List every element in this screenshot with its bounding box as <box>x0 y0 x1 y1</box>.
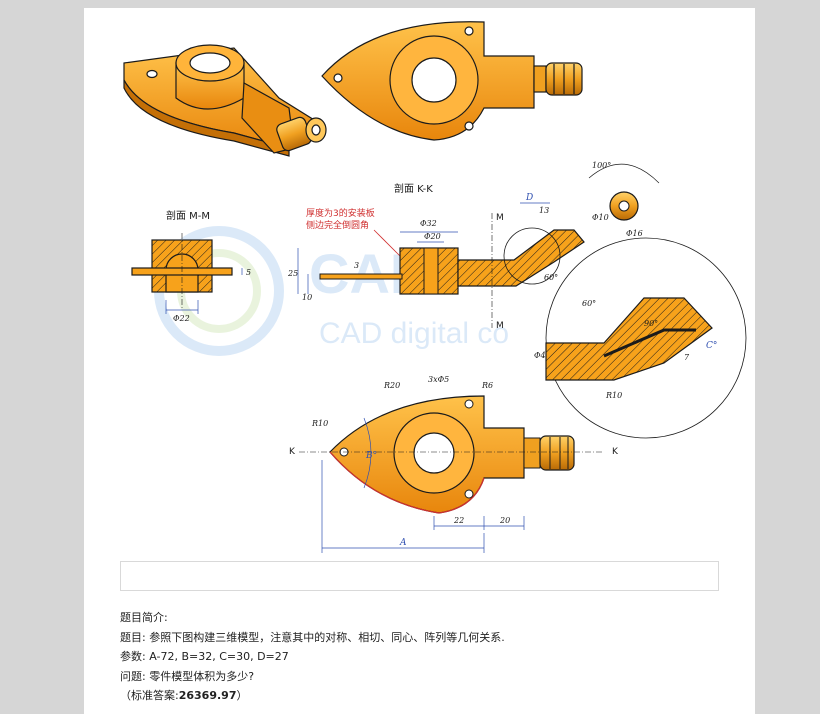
dim-c: C° <box>706 341 717 351</box>
section-mm-title: 剖面 M-M <box>166 209 210 222</box>
section-mm: 剖面 M-M Φ22 5 <box>131 209 251 323</box>
dim-5: 5 <box>246 268 251 277</box>
dim-3x5: 3xΦ5 <box>428 375 449 384</box>
section-kk: 剖面 K-K 厚度为3的安装板 侧边完全倒圆角 Φ32 Φ20 25 10 3 … <box>287 182 585 331</box>
cut-label-k-left: K <box>289 447 296 457</box>
empty-content-box <box>120 561 719 591</box>
dim-7: 7 <box>684 353 690 362</box>
cut-label-k-right: K <box>612 447 619 457</box>
answer-prefix: （标准答案: <box>120 689 179 702</box>
isometric-view <box>123 44 327 157</box>
dim-phi22: Φ22 <box>173 314 190 323</box>
dim-phi4: Φ4 <box>534 351 546 360</box>
dim-phi16: Φ16 <box>626 229 643 238</box>
nut-detail: 100° Φ10 Φ16 <box>588 161 660 238</box>
document-page: CAD CAD digital co <box>84 8 755 714</box>
plan-view: K K R10 R20 3xΦ5 R6 B° 22 20 A <box>289 375 619 553</box>
note-line-2: 侧边完全倒圆角 <box>306 219 369 231</box>
dim-22: 22 <box>453 516 464 525</box>
dim-a: A <box>399 538 407 548</box>
dim-13: 13 <box>539 206 549 215</box>
note-line-1: 厚度为3的安装板 <box>306 207 375 219</box>
question-text: 问题: 零件模型体积为多少? <box>120 669 255 683</box>
task-text: 题目: 参照下图构建三维模型，注意其中的对称、相切、同心、阵列等几何关系. <box>120 630 505 644</box>
cut-label-m-top: M <box>496 213 504 223</box>
dim-b: B° <box>365 451 377 461</box>
dim-10: 10 <box>302 293 312 302</box>
answer-suffix: ） <box>236 689 248 702</box>
top-view-shaded <box>321 21 583 141</box>
problem-description: 题目简介: 题目: 参照下图构建三维模型，注意其中的对称、相切、同心、阵列等几何… <box>120 608 505 706</box>
intro-label: 题目简介: <box>120 611 168 624</box>
dim-r20: R20 <box>383 381 400 390</box>
dim-3: 3 <box>354 261 359 270</box>
section-kk-title: 剖面 K-K <box>394 182 433 195</box>
answer-line: （标准答案:26369.97） <box>120 686 505 706</box>
dim-60-detail: 60° <box>582 299 596 308</box>
dim-r10-plan: R10 <box>311 419 328 428</box>
dim-phi10: Φ10 <box>592 213 609 222</box>
detail-enlarged: 60° 90° C° Φ4 7 R10 <box>534 237 747 439</box>
dim-phi20: Φ20 <box>424 232 441 241</box>
engineering-drawing: CAD CAD digital co <box>123 21 747 553</box>
watermark-text: CAD digital co <box>319 317 509 350</box>
dim-r6: R6 <box>481 381 493 390</box>
dim-phi32: Φ32 <box>420 219 437 228</box>
params-text: 参数: A-72, B=32, C=30, D=27 <box>120 650 289 663</box>
dim-60-small: 60° <box>544 273 558 282</box>
dim-100: 100° <box>592 161 611 170</box>
dim-20: 20 <box>499 516 510 525</box>
answer-value: 26369.97 <box>178 689 237 702</box>
cut-label-m-bottom: M <box>496 321 504 331</box>
dim-r10-detail: R10 <box>605 391 622 400</box>
dim-90: 90° <box>644 319 658 328</box>
dim-d: D <box>525 193 533 203</box>
dim-25: 25 <box>287 269 298 278</box>
